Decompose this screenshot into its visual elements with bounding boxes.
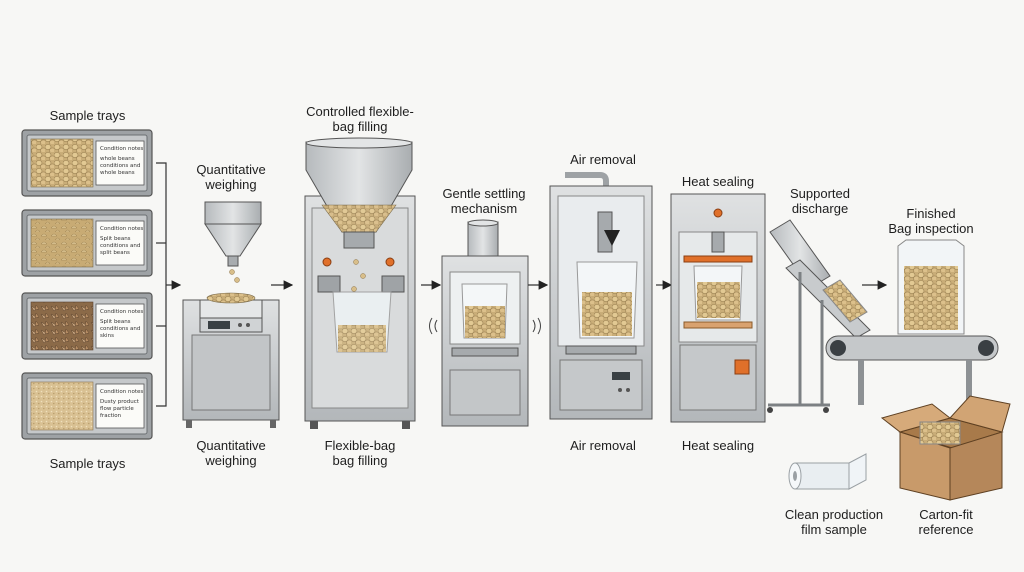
air-removal-machine bbox=[549, 172, 653, 420]
tray-4-note-line: flow particle bbox=[100, 406, 134, 412]
sample-tray-4 bbox=[21, 372, 153, 440]
filling-label-top: Controlled flexible- bag filling bbox=[306, 104, 414, 134]
carton-fit-label: Carton-fit reference bbox=[918, 507, 974, 537]
filling-label-bottom: Flexible-bag bag filling bbox=[324, 438, 396, 468]
tray-1-note-line: whole beans bbox=[100, 156, 135, 162]
film-roll bbox=[788, 453, 867, 490]
tray-4-note-title: Condition notes bbox=[100, 389, 143, 395]
filling-machine bbox=[304, 137, 416, 429]
tray-4-note-line: Dusty product bbox=[100, 399, 140, 405]
sample-trays-label-bottom: Sample trays bbox=[49, 456, 126, 471]
settling-label: Gentle settling mechanism bbox=[442, 186, 526, 216]
quantitative-weighing-label-top: Quantitative weighing bbox=[196, 162, 266, 192]
tray-2-note-line: split beans bbox=[100, 250, 130, 256]
quantitative-weighing-label-bottom: Quantitative weighing bbox=[196, 438, 266, 468]
tray-bracket bbox=[156, 162, 182, 407]
finished-inspection-label: Finished Bag inspection bbox=[888, 206, 974, 236]
tray-3-note-title: Condition notes bbox=[100, 309, 143, 315]
heat-sealer bbox=[670, 193, 766, 423]
air-removal-label-top: Air removal bbox=[570, 152, 636, 167]
tray-1-note-line: whole beans bbox=[100, 170, 135, 176]
heat-sealing-label-bottom: Heat sealing bbox=[681, 438, 755, 453]
carton-box bbox=[880, 395, 1011, 501]
film-sample-label: Clean production film sample bbox=[784, 507, 884, 537]
tray-2-note-line: conditions and bbox=[100, 243, 140, 249]
tray-4-note-line: fraction bbox=[100, 413, 122, 419]
inspection-conveyor bbox=[825, 239, 999, 405]
discharge-label: Supported discharge bbox=[790, 186, 850, 216]
heat-sealing-label-top: Heat sealing bbox=[681, 174, 755, 189]
tray-3-note-line: Split beans bbox=[100, 319, 131, 325]
sample-tray-3 bbox=[21, 292, 153, 360]
weighing-station bbox=[182, 201, 280, 428]
sample-tray-1 bbox=[21, 129, 153, 197]
tray-3-note-line: skins bbox=[100, 333, 114, 339]
tray-1-note-line: conditions and bbox=[100, 163, 140, 169]
settling-machine bbox=[429, 219, 541, 427]
discharge-chute bbox=[767, 219, 871, 413]
air-removal-label-bottom: Air removal bbox=[570, 438, 636, 453]
tray-2-note-title: Condition notes bbox=[100, 226, 143, 232]
sample-trays-label-top: Sample trays bbox=[49, 108, 126, 123]
tray-1-note-title: Condition notes bbox=[100, 146, 143, 152]
sample-tray-2 bbox=[21, 209, 153, 277]
tray-3-note-line: conditions and bbox=[100, 326, 140, 332]
tray-2-note-line: Split beans bbox=[100, 236, 131, 242]
